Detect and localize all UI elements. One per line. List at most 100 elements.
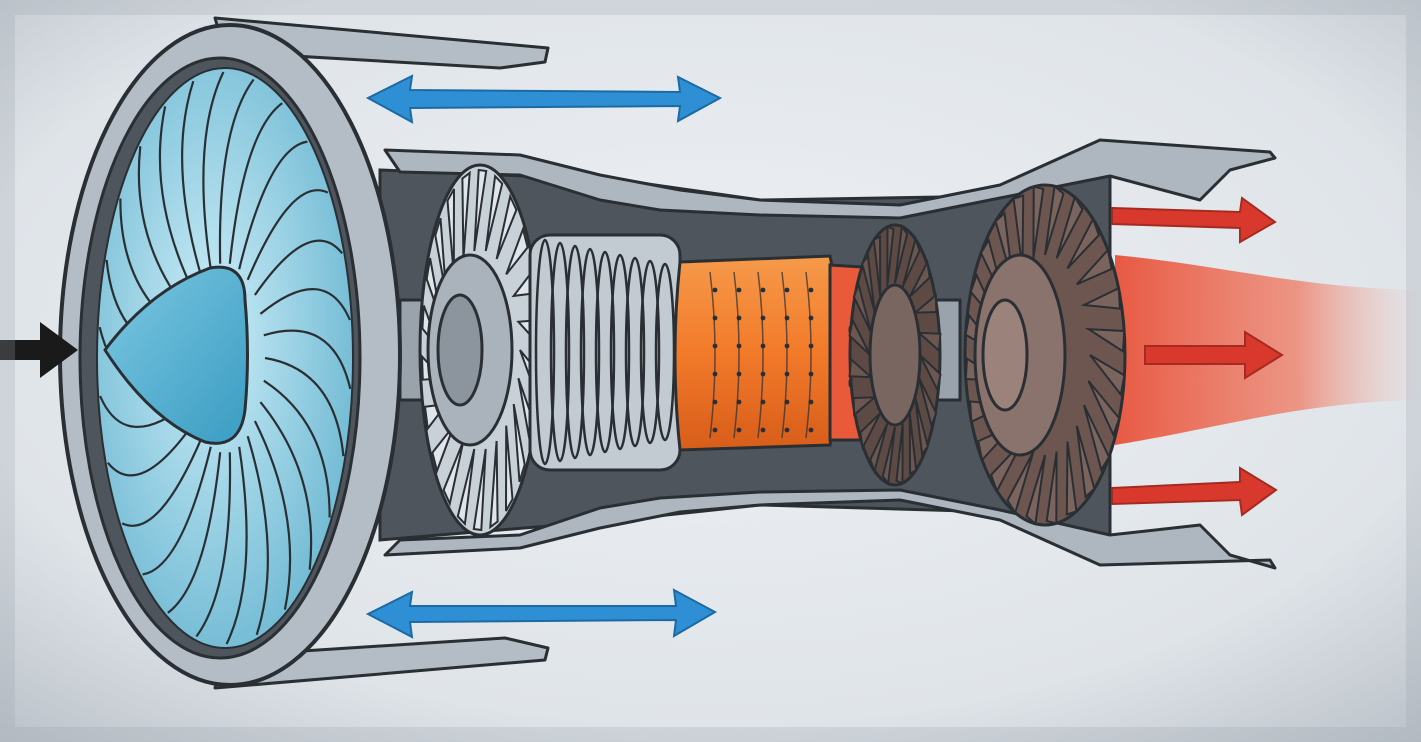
- turbine-blade: [917, 376, 938, 429]
- turbine-blade: [848, 357, 874, 379]
- exhaust-flow-center: [1144, 330, 1284, 380]
- fan-blade: [167, 452, 222, 614]
- compressor-blade: [472, 448, 487, 532]
- compressor-stage: [609, 253, 631, 451]
- fan-blade: [264, 356, 345, 457]
- turbine-blade: [1032, 185, 1045, 259]
- turbine-blade: [1080, 286, 1121, 310]
- turbine-blade: [1065, 441, 1078, 516]
- high-pressure-compressor: [528, 233, 682, 472]
- turbine-blade: [1044, 184, 1065, 256]
- combustion-chamber: [673, 254, 842, 452]
- fuel-nozzle-dot: [784, 287, 790, 293]
- fuel-nozzle-dot: [760, 287, 766, 293]
- flame-line: [757, 271, 764, 439]
- fuel-nozzle-dot: [760, 427, 766, 433]
- compressor-blade: [473, 168, 488, 252]
- fan-blade: [195, 452, 232, 638]
- fan-blade: [246, 435, 269, 636]
- fuel-nozzle-dot: [736, 287, 742, 293]
- bypass-flow-upper: [365, 74, 723, 124]
- fuel-nozzle-dot: [712, 427, 718, 433]
- turbine-blade: [1083, 404, 1111, 473]
- turbine-blade: [1076, 247, 1113, 286]
- bypass-flow-lower: [365, 588, 718, 639]
- turbine-blade: [1025, 454, 1046, 526]
- fan-blade: [246, 189, 329, 281]
- lower-core-cowl: [383, 488, 1277, 570]
- fan-blade: [181, 80, 204, 281]
- spinner-cone: [103, 265, 249, 445]
- turbine-blade: [881, 426, 896, 487]
- fan-blade: [121, 435, 204, 527]
- flame-line: [709, 271, 716, 439]
- turbine-blade: [919, 354, 942, 393]
- compressor-stage: [564, 244, 586, 460]
- turbine-blade: [914, 397, 929, 457]
- turbine-blade: [869, 423, 889, 475]
- exhaust-flow-lower: [1111, 466, 1278, 517]
- low-pressure-turbine: [963, 183, 1127, 527]
- turbine-blade: [1075, 425, 1096, 499]
- fan-blade: [228, 102, 283, 264]
- fuel-nozzle-dot: [784, 427, 790, 433]
- turbine-blade: [852, 396, 878, 417]
- fan-blade: [253, 420, 292, 610]
- compressor-stage: [534, 238, 556, 466]
- low-pressure-compressor: [418, 163, 542, 537]
- turbine-blade: [1055, 194, 1084, 259]
- fan-blade: [202, 71, 225, 270]
- fan-blade: [218, 78, 255, 264]
- turbine-blade: [852, 281, 873, 334]
- turbine-blade: [1045, 451, 1058, 525]
- fan-blade: [263, 329, 352, 390]
- flame-line: [733, 271, 740, 439]
- fuel-nozzle-dot: [808, 427, 814, 433]
- turbine-blade: [912, 293, 938, 314]
- compressor-blade: [495, 193, 518, 260]
- turbine-blade: [859, 412, 882, 451]
- exhaust-flow-upper: [1111, 196, 1277, 244]
- air-intake-arrow: [0, 322, 78, 378]
- flame-line: [781, 271, 788, 439]
- fan-blade: [158, 106, 197, 296]
- fuel-nozzle-dot: [808, 287, 814, 293]
- compressor-blade: [442, 440, 465, 507]
- turbine-blade: [1089, 354, 1126, 397]
- turbine-blade: [848, 317, 871, 356]
- turbine-blade: [1012, 194, 1025, 269]
- fuel-nozzle-dot: [712, 287, 718, 293]
- turbine-blade: [1084, 327, 1126, 354]
- compressor-blade: [489, 440, 499, 530]
- turbine-blade: [1066, 216, 1101, 270]
- compressor-stage: [549, 241, 571, 463]
- flame-line: [805, 271, 812, 439]
- turbine-blade: [1006, 451, 1035, 516]
- compressor-blade: [505, 425, 514, 512]
- turbine-blade: [886, 225, 895, 287]
- fan-blade: [238, 140, 308, 270]
- turbine-blade: [894, 223, 909, 284]
- turbine-blade: [901, 235, 921, 287]
- turbine-blade: [916, 331, 942, 353]
- turbine-blade: [895, 423, 904, 485]
- compressor-stage: [594, 250, 616, 454]
- fan-blade: [106, 420, 197, 477]
- turbine-blade: [1087, 380, 1121, 438]
- turbine-blade: [908, 413, 918, 475]
- compressor-blade: [456, 448, 476, 527]
- fan-blade: [142, 446, 212, 576]
- turbine-blade: [908, 259, 931, 298]
- compressor-blade: [484, 173, 504, 252]
- compressor-blade: [446, 188, 455, 275]
- fan-blade: [259, 288, 351, 321]
- compressor-stage: [639, 259, 661, 445]
- turbine-blade: [861, 253, 876, 313]
- compressor-blade: [505, 225, 529, 276]
- fuel-nozzle-dot: [736, 427, 742, 433]
- compressor-blade: [461, 170, 471, 260]
- fan-blade: [259, 401, 313, 570]
- compressor-stage: [579, 247, 601, 457]
- fan-blade: [253, 239, 344, 296]
